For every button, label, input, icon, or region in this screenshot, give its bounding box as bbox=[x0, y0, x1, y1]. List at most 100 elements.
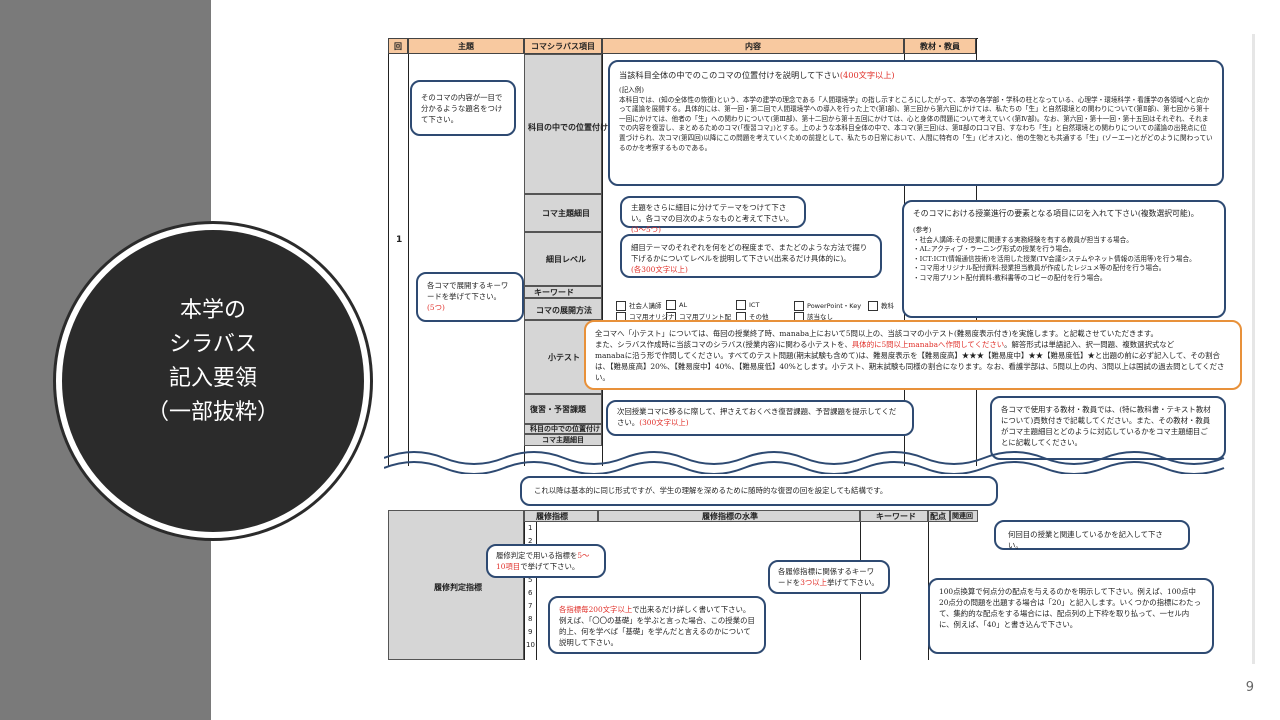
option-label: コマ用プリント配 bbox=[679, 313, 731, 321]
checkbox[interactable] bbox=[616, 301, 626, 311]
callout-text: 各コマで使用する教材・教員では、(特に教科書・テキスト教材について)頁数付きで記… bbox=[1001, 405, 1211, 447]
callout-position: 当該科目全体の中でのこのコマの位置付けを説明して下さい(400文字以上) (記入… bbox=[608, 60, 1224, 186]
callout-text: ・ICT:ICT(情報通信技術)を活用した授業(TV会議システムやネット情報の活… bbox=[913, 254, 1196, 263]
callout-keyword: 各コマで展開するキーワードを挙げて下さい。(5つ) bbox=[416, 272, 524, 322]
option-label: PowerPoint・Key bbox=[807, 302, 862, 310]
label-cell bbox=[524, 298, 602, 320]
callout-materials: 各コマで使用する教材・教員では、(特に教科書・テキスト教材について)頁数付きで記… bbox=[990, 396, 1226, 460]
header-cell bbox=[524, 510, 598, 522]
callout-note: これ以降は基本的に同じ形式ですが、学生の理解を深めるために随時的な復習の回を設定… bbox=[520, 476, 998, 506]
header-cell bbox=[950, 510, 978, 522]
label-cell bbox=[524, 394, 602, 424]
callout-text: 各コマで展開するキーワードを挙げて下さい。 bbox=[427, 281, 509, 301]
row-label: 科目の中での位置付け bbox=[530, 425, 600, 433]
row-number: 1 bbox=[528, 524, 533, 532]
header-cell: 主題 bbox=[408, 38, 524, 54]
callout-emphasis: 各指標毎200文字以上 bbox=[559, 605, 633, 614]
row-number: 1 bbox=[396, 235, 403, 245]
row-label: 科目の中での位置付け bbox=[528, 123, 608, 132]
badge-line: 本学の bbox=[179, 298, 246, 323]
callout-title: 当該科目全体の中でのこのコマの位置付けを説明して下さい bbox=[619, 70, 840, 80]
row-label: コマ主題細目 bbox=[542, 209, 590, 218]
wave-divider bbox=[384, 451, 1225, 474]
label-cell bbox=[524, 434, 602, 446]
callout-text: ・社会人講師:その授業に関連する実務経験を有する教員が担当する場合。 bbox=[913, 235, 1133, 244]
callout-text: 履修判定で用いる指標を bbox=[496, 551, 578, 560]
callout-text: 100点換算で何点分の配点を与えるのかを明示して下さい。例えば、100点中20点… bbox=[939, 587, 1201, 629]
callout-score: 100点換算で何点分の配点を与えるのかを明示して下さい。例えば、100点中20点… bbox=[928, 578, 1214, 654]
row-number: 5 bbox=[528, 576, 533, 584]
checkbox[interactable] bbox=[666, 300, 676, 310]
row-number: 9 bbox=[528, 628, 533, 636]
callout-text: ・コマ用プリント配付資料:教科書等のコピーの配付を行う場合。 bbox=[913, 273, 1107, 282]
label-cell bbox=[524, 286, 602, 298]
syllabus-document: 回 主題 コマシラバス項目 内容 教材・教員 科目の中での位置付け コマ主題細目… bbox=[384, 30, 1244, 666]
row-label: 細目レベル bbox=[546, 255, 586, 264]
header-cell bbox=[860, 510, 928, 522]
row-number: 10 bbox=[526, 641, 535, 649]
callout-text: ・コマ用オリジナル配付資料:授業担当教員が作成したレジュメ等の配付を行う場合。 bbox=[913, 264, 1166, 273]
row-label: キーワード bbox=[534, 288, 574, 297]
callout-level: 細目テーマのそれぞれを何をどの程度まで、またどのような方法で掘り下げるかについて… bbox=[620, 234, 882, 278]
header-cell: コマシラバス項目 bbox=[524, 38, 602, 54]
callout-text: manabaに沿う形で作問してください。すべてのテスト問題(期末試験も含めて)は… bbox=[595, 351, 1225, 382]
row-label: 小テスト bbox=[548, 353, 580, 362]
callout-emphasis: 5〜10項目 bbox=[496, 551, 590, 571]
badge-line: 記入要領 bbox=[168, 366, 257, 391]
option-label: 教科 bbox=[881, 302, 894, 310]
callout-text: 挙げて下さい。 bbox=[827, 578, 879, 587]
callout-subhead: (記入例) bbox=[619, 86, 644, 94]
row-number: 8 bbox=[528, 615, 533, 623]
callout-text: 本科目では、(知の全体性の恢復)という、本学の建学の理念である「人間環境学」の指… bbox=[619, 95, 1213, 152]
option-label: ICT bbox=[749, 301, 760, 309]
option-label: AL bbox=[679, 301, 688, 309]
callout-emphasis: (各300文字以上) bbox=[631, 265, 688, 274]
badge-line: （一部抜粋） bbox=[146, 400, 279, 425]
callout-text: で挙げて下さい。 bbox=[520, 562, 580, 571]
table-border bbox=[408, 54, 409, 466]
callout-text: 各履修指標に関係するキーワードを bbox=[778, 567, 875, 587]
callout-title: そのコマにおける授業進行の要素となる項目に☑を入れて下さい(複数選択可能)。 bbox=[913, 209, 1199, 218]
label-cell bbox=[524, 54, 602, 194]
header-cell: 回 bbox=[388, 38, 408, 54]
row-label: コマの展開方法 bbox=[536, 306, 592, 315]
header-cell bbox=[598, 510, 860, 522]
callout-emphasis: 3つ以上 bbox=[800, 578, 828, 587]
table-border bbox=[536, 522, 537, 660]
badge-line: シラバス bbox=[169, 332, 257, 357]
row-label: 履修判定指標 bbox=[434, 583, 482, 592]
option-label: 該当なし bbox=[807, 313, 833, 321]
table-border bbox=[524, 522, 525, 660]
checkbox[interactable] bbox=[868, 301, 878, 311]
label-cell bbox=[388, 510, 524, 660]
header-label: 履修指標 bbox=[536, 512, 568, 521]
scrollbar[interactable] bbox=[1252, 34, 1255, 664]
header-label: 履修指標の水準 bbox=[702, 512, 758, 521]
callout-text: 何回目の授業と関連しているかを記入して下さい。 bbox=[1008, 530, 1163, 550]
callout-text: 次回授業コマに移るに際して、押さえておくべき復習課題、予習課題を提示してください… bbox=[617, 407, 897, 427]
callout-level-desc: 各指標毎200文字以上で出来るだけ詳しく書いて下さい。例えば、「〇〇の基礎」を学… bbox=[548, 596, 766, 654]
page-number: 9 bbox=[1245, 680, 1254, 695]
callout-text: 細目テーマのそれぞれを何をどの程度まで、またどのような方法で掘り下げるかについて… bbox=[631, 243, 868, 263]
table-border bbox=[602, 54, 603, 466]
row-label: コマ主題細目 bbox=[542, 436, 584, 444]
callout-text: 全コマへ「小テスト」については、毎回の授業終了時、manaba上において5問以上… bbox=[595, 329, 1158, 338]
label-cell bbox=[524, 194, 602, 232]
callout-text: で出来るだけ詳しく書いて下さい。例えば、「〇〇の基礎」を学ぶと言った場合、この授… bbox=[559, 605, 755, 647]
option-label: 社会人講師 bbox=[629, 302, 662, 310]
row-number: 6 bbox=[528, 589, 533, 597]
option-label: その他 bbox=[749, 313, 769, 321]
label-cell bbox=[524, 232, 602, 286]
checkbox[interactable] bbox=[736, 300, 746, 310]
checkbox[interactable] bbox=[794, 301, 804, 311]
header-cell bbox=[928, 510, 950, 522]
callout-related: 何回目の授業と関連しているかを記入して下さい。 bbox=[994, 520, 1190, 550]
callout-emphasis: (400文字以上) bbox=[839, 70, 895, 80]
header-cell: 内容 bbox=[602, 38, 904, 54]
callout-text: また、シラバス作成時に当該コマのシラバス(授業内容)に関わる小テストを、 bbox=[595, 340, 852, 349]
callout-emphasis: (3〜5つ) bbox=[631, 225, 661, 234]
callout-theme: そのコマの内容が一目で分かるような題名をつけて下さい。 bbox=[410, 80, 516, 136]
header-label: キーワード bbox=[876, 512, 916, 521]
badge-title: 本学の シラバス 記入要領 （一部抜粋） bbox=[62, 294, 364, 430]
header-label: 関連回 bbox=[952, 512, 973, 520]
